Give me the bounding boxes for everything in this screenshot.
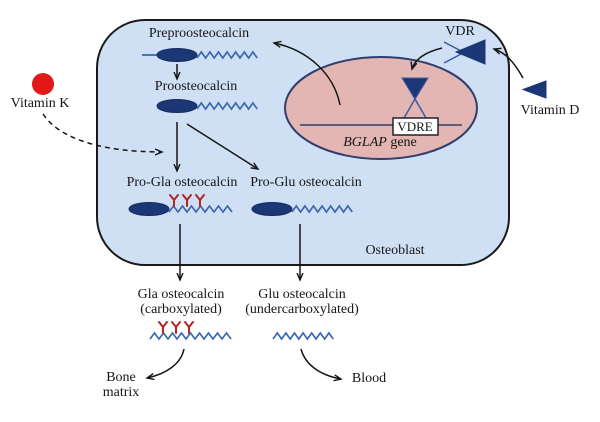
vdre-box — [392, 117, 439, 136]
bglap-gene-label: BGLAP gene — [343, 135, 417, 150]
arrow-vdr-to-vdre — [412, 47, 443, 69]
arrow-gene-to-prepro — [274, 43, 341, 106]
glu-osteocalcin-label: Glu osteocalcin(undercarboxylated) — [245, 287, 359, 317]
preproosteocalcin-label: Preproosteocalcin — [148, 26, 250, 41]
preproosteocalcin-molecule-icon — [142, 48, 258, 62]
arrow-pro-to-proglu — [186, 123, 258, 169]
blood-label: Blood — [351, 371, 387, 386]
arrow-vitamin-k-dashed — [42, 113, 162, 152]
glu-osteocalcin-molecule-icon — [272, 331, 334, 341]
vitamin-k-icon — [32, 73, 54, 95]
vdr-receptor-icon — [443, 39, 486, 65]
pathway-arrows — [42, 43, 524, 379]
pro-gla-osteocalcin-label: Pro-Gla osteocalcin — [126, 175, 238, 190]
proosteocalcin-molecule-icon — [156, 99, 258, 113]
proosteocalcin-label: Proosteocalcin — [154, 79, 238, 94]
vdr-bound-to-vdre-icon — [401, 77, 429, 119]
vdr-label: VDR — [445, 24, 475, 39]
vitamin-k-label: Vitamin K — [10, 96, 70, 111]
vitamin-d-label: Vitamin D — [520, 103, 580, 118]
gla-osteocalcin-label: Gla osteocalcin(carboxylated) — [137, 287, 225, 317]
osteoblast-label: Osteoblast — [365, 243, 425, 258]
pro-glu-osteocalcin-molecule-icon — [251, 202, 353, 216]
pro-gla-osteocalcin-molecule-icon — [128, 194, 233, 216]
gla-residues-icon — [169, 194, 205, 207]
arrow-gla-to-bone — [147, 348, 185, 378]
vdre-label: VDRE — [397, 119, 433, 134]
gla-residues-icon — [158, 321, 194, 334]
arrow-glu-to-blood — [300, 348, 341, 379]
pro-glu-osteocalcin-label: Pro-Glu osteocalcin — [250, 175, 362, 190]
vitamin-d-icon — [521, 80, 547, 99]
gla-osteocalcin-molecule-icon — [149, 321, 232, 341]
arrow-vitamin-d-to-vdr — [494, 49, 524, 79]
